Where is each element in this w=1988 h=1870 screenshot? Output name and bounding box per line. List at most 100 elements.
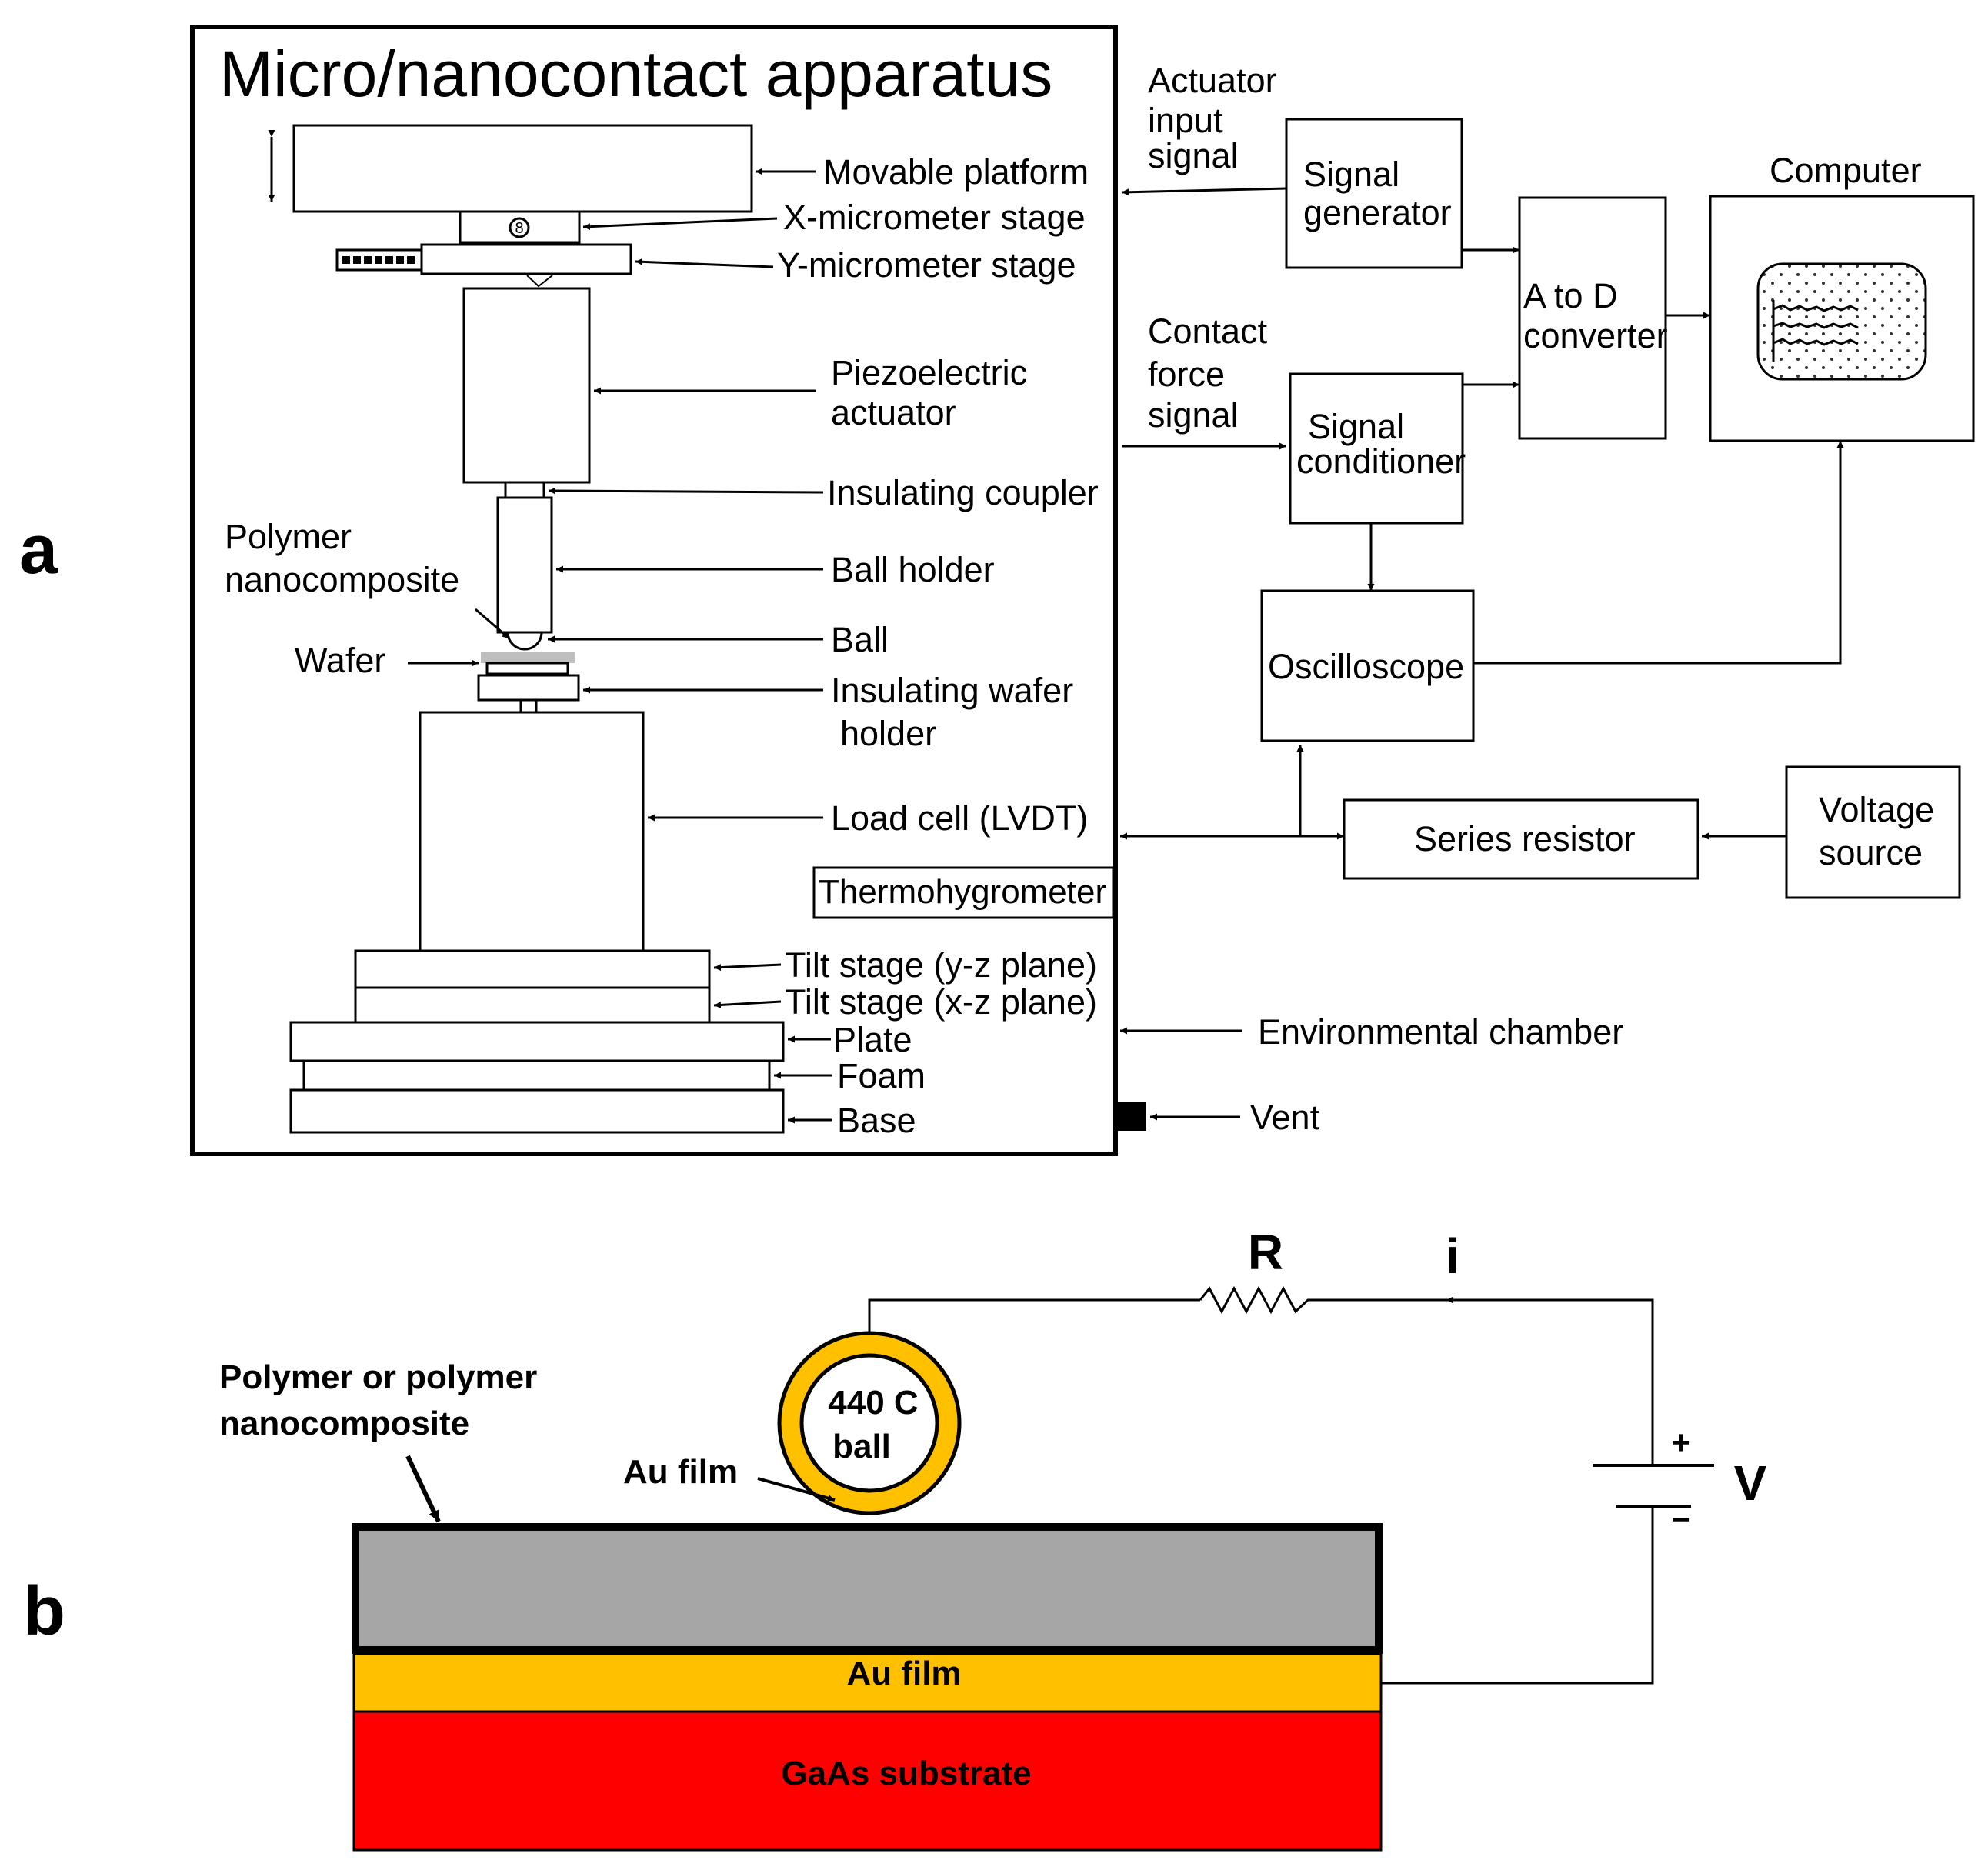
label-plate: Plate (833, 1020, 912, 1059)
a-to-d-box (1518, 196, 1667, 440)
wire-scope-to-computer (1473, 441, 1844, 665)
label-wafer-holder-1: Insulating wafer (831, 671, 1073, 710)
signal-conditioner-2: conditioner (1296, 442, 1466, 481)
contact-signal-2: force (1148, 355, 1225, 394)
label-polymer-2: nanocomposite (225, 560, 459, 599)
wafer-polymer-layer (481, 652, 575, 663)
actuator-signal-2: input (1148, 101, 1223, 140)
ball-label-2: ball (832, 1428, 891, 1465)
series-resistor-label: Series resistor (1414, 819, 1636, 858)
resistor-label: R (1248, 1225, 1283, 1280)
ball-440c (799, 1353, 939, 1493)
arrow-au-film-ball (757, 1477, 836, 1502)
au-film-layer-label: Au film (846, 1655, 961, 1692)
voltage-source-2: source (1819, 833, 1923, 872)
voltage-source-1: Voltage (1819, 790, 1934, 829)
label-polymer-1: Polymer (225, 517, 352, 556)
polymer-label-1: Polymer or polymer (219, 1358, 537, 1396)
label-y-micrometer: Y-micrometer stage (777, 245, 1076, 285)
gaas-substrate-label: GaAs substrate (781, 1755, 1031, 1792)
ball-holder (496, 496, 553, 634)
a-to-d-1: A to D (1523, 276, 1618, 315)
panel-b: b GaAs substrate Au film 440 C ball Au f… (23, 1225, 1767, 1852)
label-wafer-holder-2: holder (840, 714, 936, 753)
load-cell (419, 711, 645, 952)
panel-a: a Micro/nanocontact apparatus 8 (19, 25, 1975, 1156)
label-environmental-chamber: Environmental chamber (1258, 1012, 1623, 1052)
arrow-polymer-b (405, 1455, 441, 1523)
label-base: Base (837, 1101, 916, 1140)
current-label: i (1446, 1228, 1459, 1284)
wire-battery-to-resistor (1329, 1298, 1654, 1465)
oscilloscope-label: Oscilloscope (1268, 647, 1464, 686)
voltage-source-box (1785, 765, 1961, 899)
x-micrometer-knob-mark: 8 (515, 220, 523, 237)
y-micrometer-stage (420, 243, 632, 275)
label-load-cell: Load cell (LVDT) (831, 798, 1088, 838)
computer-label: Computer (1770, 151, 1922, 190)
label-ball: Ball (831, 620, 889, 659)
arrow-polymer (475, 608, 510, 640)
stage-connector (526, 275, 553, 288)
arrow-tilt-xz (713, 1000, 782, 1008)
movable-platform (292, 124, 753, 213)
insulating-wafer-holder (477, 674, 580, 702)
arrow-y-micrometer (635, 258, 774, 268)
battery-plus: + (1671, 1424, 1691, 1462)
label-wafer: Wafer (295, 641, 385, 680)
arrow-tilt-yz (713, 963, 782, 972)
insulating-coupler (504, 481, 545, 499)
wafer-holder-stem (519, 698, 538, 714)
foam (302, 1059, 771, 1092)
contact-signal-3: signal (1148, 395, 1239, 435)
label-x-micrometer: X-micrometer stage (783, 198, 1086, 237)
oscilloscope-box (1260, 589, 1475, 742)
ball (506, 631, 543, 651)
a-to-d-2: converter (1523, 316, 1668, 355)
label-coupler: Insulating coupler (827, 473, 1099, 512)
series-resistor-box (1343, 798, 1699, 880)
battery-minus: − (1671, 1501, 1691, 1538)
thermohygrometer-box (812, 866, 1116, 919)
wire-ball-to-resistor (868, 1298, 1200, 1333)
au-film-ball-label: Au film (623, 1453, 738, 1491)
gaas-substrate (352, 1710, 1383, 1852)
signal-conditioner-box (1289, 372, 1464, 525)
label-foam: Foam (837, 1056, 926, 1095)
polymer-layer (352, 1523, 1383, 1654)
polymer-label-2: nanocomposite (219, 1405, 469, 1442)
resistor-symbol (1199, 1285, 1329, 1315)
label-tilt-xz: Tilt stage (x-z plane) (785, 982, 1097, 1022)
wafer (485, 662, 569, 675)
signal-chain: Actuator input signal Contact force sign… (1120, 61, 1975, 899)
actuator-signal-3: signal (1148, 136, 1239, 175)
wire-battery-to-au-film (1381, 1506, 1654, 1685)
label-tilt-yz: Tilt stage (y-z plane) (785, 945, 1097, 985)
label-ball-holder: Ball holder (831, 550, 995, 589)
signal-conditioner-1: Signal (1308, 407, 1404, 446)
base (289, 1088, 785, 1134)
signal-generator-1: Signal (1303, 155, 1399, 194)
label-piezo-2: actuator (831, 393, 956, 432)
apparatus-frame (190, 25, 1118, 1156)
contact-signal-1: Contact (1148, 312, 1268, 351)
thermohygrometer-label: Thermohygrometer (819, 873, 1106, 911)
arrow-x-micrometer (582, 217, 778, 231)
tilt-stage-xz (354, 986, 711, 1024)
label-piezo-1: Piezoelectric (831, 353, 1027, 392)
tilt-stage-yz (354, 949, 711, 989)
x-micrometer-knob (509, 217, 530, 238)
computer-screen-traces (1772, 300, 1859, 362)
arrow-coupler (548, 487, 824, 495)
computer-screen (1756, 262, 1927, 381)
ball-label-1: 440 C (828, 1384, 918, 1422)
voltage-label: V (1734, 1455, 1767, 1511)
panel-a-letter: a (19, 512, 58, 588)
vent (1117, 1102, 1146, 1131)
signal-generator-2: generator (1303, 193, 1452, 232)
actuator-signal-1: Actuator (1148, 61, 1277, 100)
apparatus-title: Micro/nanocontact apparatus (219, 38, 1052, 110)
label-vent: Vent (1250, 1098, 1320, 1137)
label-movable-platform: Movable platform (823, 152, 1089, 192)
